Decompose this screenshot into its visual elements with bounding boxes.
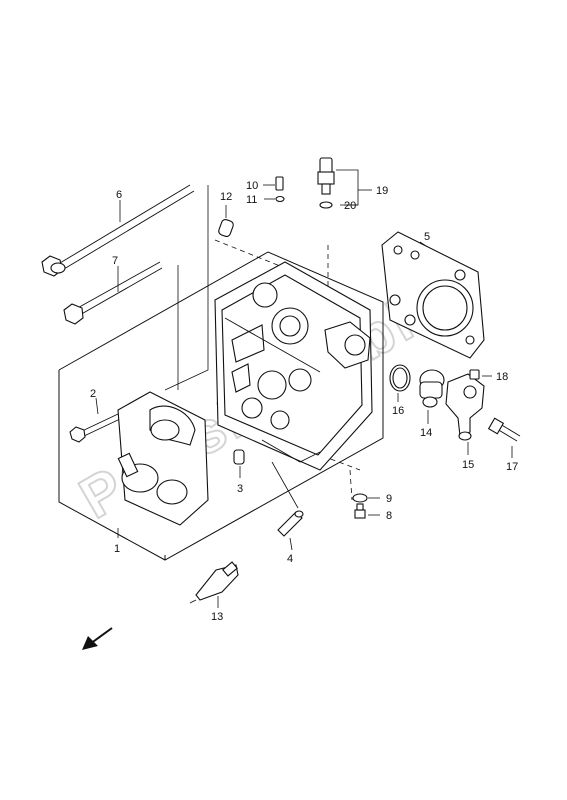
assembly-frame [58, 251, 384, 561]
callout-19: 19 [376, 185, 388, 197]
part-20-ring[interactable] [319, 201, 358, 209]
callout-12: 12 [220, 191, 232, 203]
callout-17: 17 [506, 461, 518, 473]
callout-5: 5 [424, 231, 430, 243]
callout-20: 20 [344, 200, 356, 212]
part-10-oil-jet[interactable] [263, 176, 284, 191]
part-19-sensor[interactable] [317, 157, 372, 206]
callout-2: 2 [90, 388, 96, 400]
part-6-long-bolt[interactable] [41, 184, 195, 277]
callout-15: 15 [462, 459, 474, 471]
part-18-bolt[interactable] [469, 369, 492, 380]
cylinder-head-body[interactable] [214, 261, 373, 471]
part-3-dowel-pin[interactable] [233, 449, 245, 478]
part-14-thermostat[interactable] [419, 369, 445, 424]
callout-16: 16 [392, 405, 404, 417]
callout-11: 11 [246, 194, 257, 206]
part-9-washer[interactable] [352, 493, 380, 503]
lead-lines-6-7 [117, 185, 209, 391]
callout-4: 4 [287, 553, 293, 565]
part-7-bolt[interactable] [63, 261, 163, 325]
callout-labels: 1 2 3 4 5 6 7 8 9 10 11 12 13 14 15 16 1… [90, 180, 518, 623]
part-12-dowel[interactable] [218, 205, 235, 238]
part-4-sleeve[interactable] [271, 461, 304, 551]
callout-10: 10 [246, 180, 258, 192]
arrow-down-left-icon [82, 627, 113, 650]
part-15-thermostat-housing[interactable] [445, 373, 485, 455]
callout-1: 1 [114, 543, 120, 555]
alignment-lines [214, 239, 361, 501]
callout-14: 14 [420, 427, 432, 439]
callout-3: 3 [237, 483, 243, 495]
callout-9: 9 [386, 493, 392, 505]
callout-7: 7 [112, 255, 118, 267]
callout-6: 6 [116, 189, 122, 201]
part-2-bolt[interactable] [69, 397, 121, 443]
part-1-camshaft-holder[interactable] [117, 391, 209, 538]
part-16-o-ring[interactable] [389, 364, 411, 402]
part-13-spark-plug[interactable] [189, 561, 239, 608]
part-11-o-ring[interactable] [264, 195, 285, 203]
callout-8: 8 [386, 510, 392, 522]
callout-18: 18 [496, 371, 508, 383]
part-17-bleed-bolt[interactable] [487, 417, 521, 458]
callout-13: 13 [211, 611, 223, 623]
part-8-plug-bolt[interactable] [354, 503, 380, 519]
part-5-head-gasket[interactable] [381, 231, 485, 359]
